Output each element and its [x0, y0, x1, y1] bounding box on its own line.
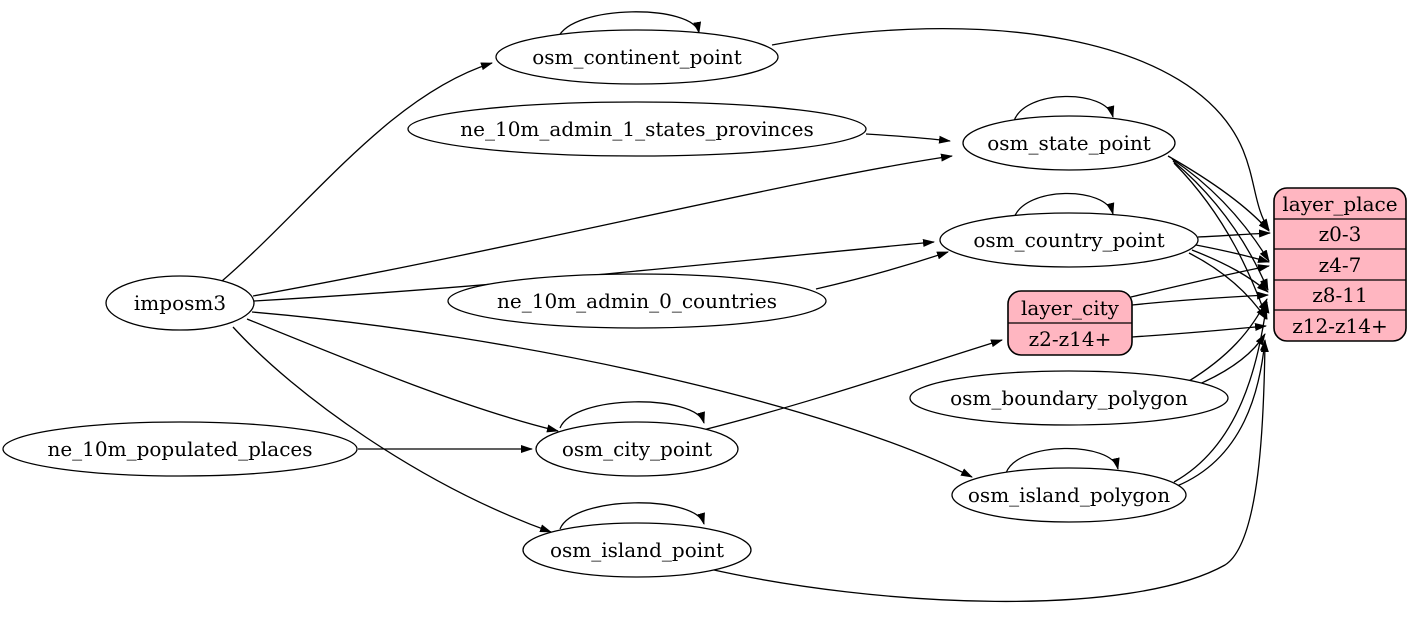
- edge-ne-10m-admin-0-osm-country-point: [815, 251, 949, 290]
- node-label-osm-island-point: osm_island_point: [550, 538, 724, 562]
- edge-layer-city-layer-place-z4-7: [1130, 264, 1270, 298]
- record-layer-place: layer_place z0-3 z4-7 z8-11 z12-z14+: [1273, 187, 1407, 342]
- edge-imposm3-osm-city-point: [246, 318, 559, 433]
- node-group: imposm3 osm_continent_point ne_10m_admin…: [2, 29, 1229, 578]
- edge-layer-city-layer-place-z12-z14: [1131, 323, 1267, 338]
- node-label-ne-10m-admin-0-countries: ne_10m_admin_0_countries: [497, 289, 777, 313]
- record-layer-place-row-z8-11: z8-11: [1312, 283, 1367, 307]
- node-label-osm-boundary-polygon: osm_boundary_polygon: [950, 386, 1188, 410]
- node-label-osm-island-polygon: osm_island_polygon: [968, 483, 1170, 507]
- node-label-ne-10m-populated-places: ne_10m_populated_places: [47, 437, 312, 461]
- node-osm-country-point: [939, 212, 1199, 268]
- record-layer-place-row-z4-7: z4-7: [1319, 253, 1362, 277]
- edge-group: [221, 11, 1271, 603]
- record-layer-city-row-z2-z14: z2-z14+: [1029, 327, 1112, 351]
- self-loop-osm-continent-point: [557, 11, 702, 39]
- edge-ne-10m-admin-1-osm-state-point: [865, 133, 951, 144]
- node-osm-island-polygon: [951, 467, 1187, 523]
- edge-imposm3-osm-continent-point: [221, 62, 493, 282]
- edge-osm-country-point-layer-place-z0-3: [1197, 229, 1271, 238]
- edge-osm-boundary-polygon-layer-place-z12-z14: [1189, 333, 1266, 389]
- edge-osm-country-point-layer-place-z8-11: [1191, 249, 1269, 293]
- self-loop-osm-city-point: [559, 401, 705, 429]
- edge-imposm3-osm-island-polygon: [251, 311, 973, 478]
- node-imposm3: [105, 275, 255, 331]
- node-osm-island-point: [522, 522, 752, 578]
- node-osm-boundary-polygon: [909, 370, 1229, 426]
- edge-layer-city-layer-place-z8-11: [1131, 291, 1269, 306]
- record-layer-place-box: [1273, 187, 1407, 342]
- node-label-ne-10m-admin-1-states-provinces: ne_10m_admin_1_states_provinces: [460, 117, 813, 141]
- node-ne-10m-admin-0-countries: [447, 273, 827, 329]
- node-label-osm-continent-point: osm_continent_point: [532, 45, 742, 69]
- node-ne-10m-populated-places: [2, 421, 358, 477]
- edge-imposm3-osm-country-point: [253, 239, 935, 302]
- edge-osm-continent-point-layer-place-z0-3: [771, 28, 1270, 231]
- edge-osm-state-point-layer-place-z8-11: [1172, 160, 1269, 291]
- record-layer-place-row-z0-3: z0-3: [1319, 222, 1362, 246]
- record-layer-place-title: layer_place: [1282, 192, 1397, 216]
- edge-osm-island-polygon-layer-place-z12-z14: [1176, 339, 1268, 487]
- self-loop-osm-island-point: [559, 502, 705, 530]
- edge-osm-island-point-layer-place-z12-z14: [704, 340, 1269, 603]
- record-layer-city-title: layer_city: [1021, 296, 1120, 320]
- node-label-imposm3: imposm3: [134, 291, 226, 315]
- node-label-osm-city-point: osm_city_point: [562, 437, 712, 461]
- edge-osm-state-point-layer-place-z12-z14: [1173, 162, 1268, 320]
- node-osm-city-point: [535, 421, 739, 477]
- self-loop-osm-country-point: [1013, 192, 1115, 219]
- node-osm-state-point: [962, 115, 1176, 171]
- node-ne-10m-admin-1-states-provinces: [407, 101, 867, 157]
- record-layer-city: layer_city z2-z14+: [1007, 290, 1133, 356]
- node-osm-continent-point: [495, 29, 779, 85]
- self-loop-osm-island-polygon: [1005, 447, 1120, 474]
- record-layer-place-row-z12-z14: z12-z14+: [1292, 314, 1388, 338]
- node-label-osm-country-point: osm_country_point: [973, 228, 1164, 252]
- edge-osm-city-point-layer-city-z2-z14: [702, 339, 1003, 431]
- edge-osm-country-point-layer-place-z4-7: [1195, 244, 1270, 263]
- edge-osm-country-point-layer-place-z12-z14: [1188, 252, 1267, 320]
- edge-imposm3-osm-island-point: [232, 326, 552, 533]
- edge-imposm3-osm-state-point: [252, 153, 953, 297]
- edge-osm-state-point-layer-place-z0-3: [1167, 155, 1270, 232]
- edge-osm-state-point-layer-place-z4-7: [1171, 158, 1270, 262]
- node-label-osm-state-point: osm_state_point: [987, 131, 1151, 155]
- self-loop-osm-state-point: [1013, 95, 1115, 122]
